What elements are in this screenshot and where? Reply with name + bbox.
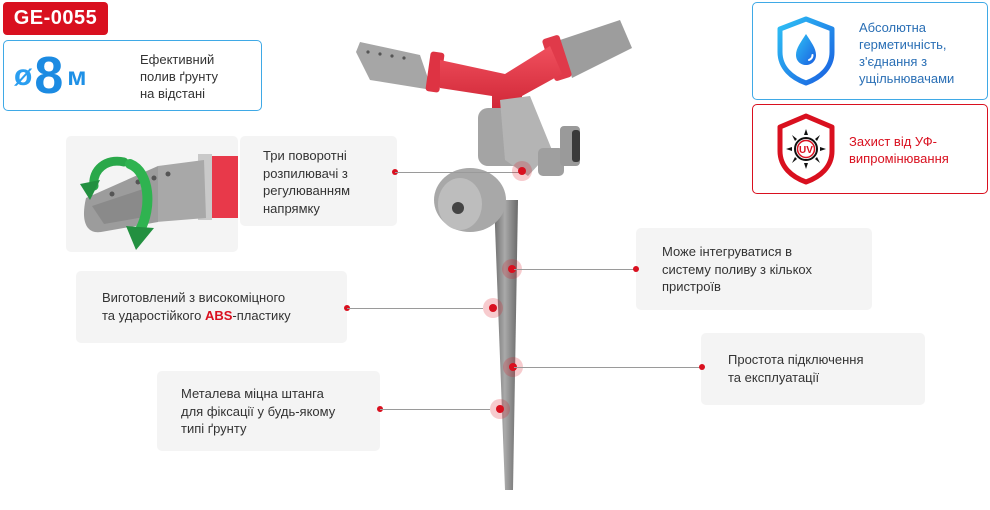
nozzle-closeup-image xyxy=(66,136,238,252)
range-unit: м xyxy=(67,60,87,91)
sku-badge: GE-0055 xyxy=(3,2,108,35)
callout-leader-line xyxy=(380,409,490,410)
range-number: 8 xyxy=(34,47,64,105)
callout-marker xyxy=(490,399,510,419)
range-value: ø 8 м xyxy=(14,49,86,103)
diameter-icon: ø xyxy=(14,59,33,92)
feature-easy-use: Простота підключення та експлуатації xyxy=(701,333,925,405)
abs-highlight: ABS xyxy=(204,307,233,323)
callout-leader-line xyxy=(514,269,635,270)
feature-system-integration: Може інтегруватися в систему поливу з кі… xyxy=(636,228,872,310)
svg-text:UV: UV xyxy=(799,145,813,156)
nozzle-illustration xyxy=(80,154,238,250)
uv-badge-text: Захист від УФ- випромінювання xyxy=(849,134,949,166)
range-card: ø 8 м Ефективний полив ґрунту на відстан… xyxy=(3,40,262,111)
callout-dot xyxy=(699,364,705,370)
sealing-badge-text: Абсолютна герметичність, з'єднання з ущі… xyxy=(859,20,955,86)
uv-badge-card: UV Захист від УФ- випромінювання xyxy=(752,104,988,194)
sealing-badge-card: Абсолютна герметичність, з'єднання з ущі… xyxy=(752,2,988,100)
callout-leader-line xyxy=(514,367,701,368)
callout-marker xyxy=(483,298,503,318)
callout-marker xyxy=(503,357,523,377)
range-description: Ефективний полив ґрунту на відстані xyxy=(140,52,219,101)
feature-abs-material: Виготовлений з високоміцного та ударості… xyxy=(76,271,347,343)
callout-leader-line xyxy=(347,308,483,309)
callout-leader-line xyxy=(395,172,523,173)
callout-marker xyxy=(512,161,532,181)
shield-uv-sun-icon: UV xyxy=(777,113,835,185)
callout-dot xyxy=(633,266,639,272)
callout-marker xyxy=(502,259,522,279)
feature-rotating-nozzles: Три поворотні розпилювачі з регулюванням… xyxy=(240,136,397,226)
shield-water-drop-icon xyxy=(777,16,835,86)
feature-metal-spike: Металева міцна штанга для фіксації у буд… xyxy=(157,371,380,451)
